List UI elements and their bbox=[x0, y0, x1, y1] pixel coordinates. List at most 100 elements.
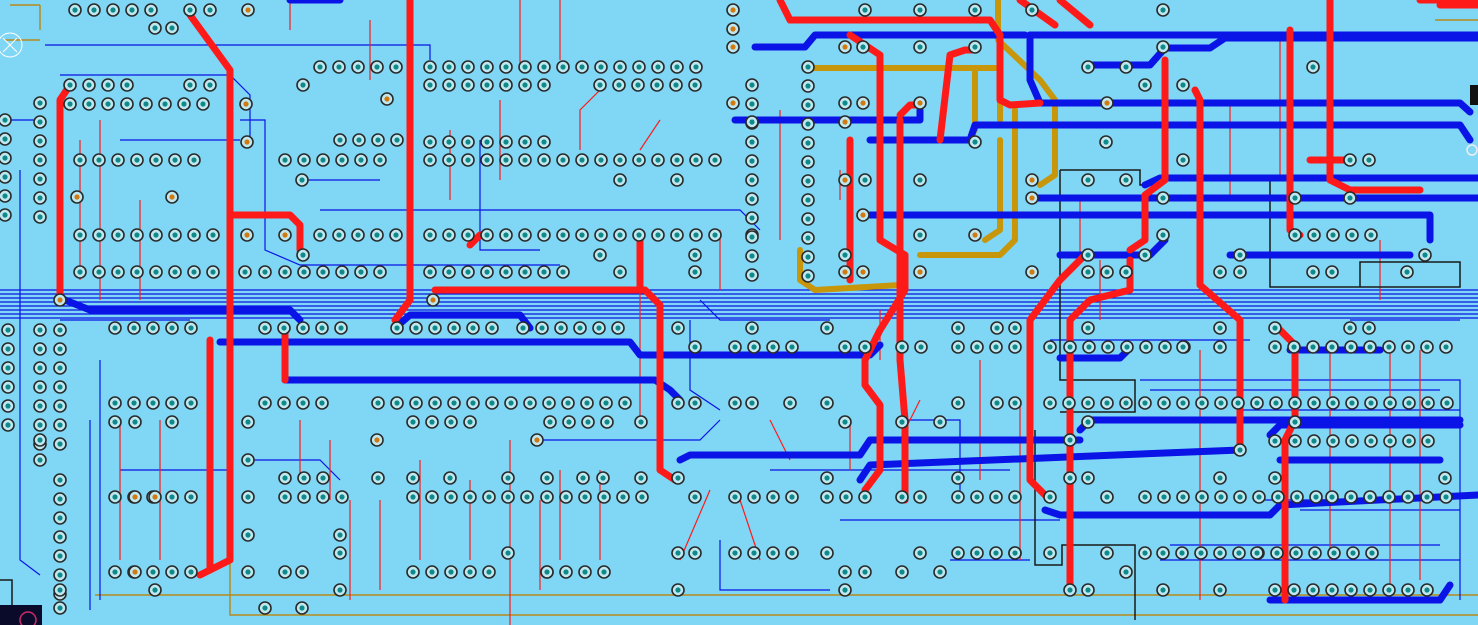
bottom-layer-signal-traces bbox=[0, 44, 1478, 610]
pad bbox=[785, 546, 799, 560]
pad bbox=[406, 490, 420, 504]
pad bbox=[1156, 583, 1170, 597]
pad bbox=[708, 153, 722, 167]
pad bbox=[745, 396, 759, 410]
pad bbox=[1418, 248, 1432, 262]
pad bbox=[1008, 321, 1022, 335]
pad bbox=[149, 153, 163, 167]
power-trace bbox=[1416, 0, 1478, 9]
pad bbox=[968, 3, 982, 17]
pad bbox=[1268, 583, 1282, 597]
pad bbox=[1043, 340, 1057, 354]
pad bbox=[92, 265, 106, 279]
pad bbox=[632, 60, 646, 74]
pad bbox=[82, 78, 96, 92]
pad bbox=[801, 155, 815, 169]
reference-mark-icon[interactable] bbox=[0, 32, 23, 58]
pad bbox=[461, 153, 475, 167]
pad bbox=[333, 546, 347, 560]
pad bbox=[158, 97, 172, 111]
pad bbox=[1233, 490, 1247, 504]
pad bbox=[108, 396, 122, 410]
pad bbox=[53, 530, 67, 544]
pad bbox=[33, 96, 47, 110]
pad bbox=[423, 153, 437, 167]
pad bbox=[33, 342, 47, 356]
pad bbox=[73, 153, 87, 167]
pad bbox=[838, 96, 852, 110]
pad bbox=[480, 135, 494, 149]
pad bbox=[1344, 490, 1358, 504]
pad bbox=[1213, 340, 1227, 354]
signal-trace bbox=[579, 89, 601, 150]
pad bbox=[1063, 340, 1077, 354]
pad bbox=[801, 60, 815, 74]
pad bbox=[951, 490, 965, 504]
pad bbox=[1025, 173, 1039, 187]
pad bbox=[1008, 396, 1022, 410]
pad bbox=[783, 396, 797, 410]
pad bbox=[632, 153, 646, 167]
pad bbox=[33, 380, 47, 394]
pad bbox=[111, 265, 125, 279]
pad bbox=[518, 153, 532, 167]
pad bbox=[1119, 60, 1133, 74]
pad bbox=[1326, 396, 1340, 410]
pad bbox=[53, 549, 67, 563]
pad bbox=[820, 490, 834, 504]
power-trace bbox=[751, 31, 1029, 51]
pad bbox=[501, 490, 515, 504]
pad bbox=[613, 265, 627, 279]
pad bbox=[556, 60, 570, 74]
pad bbox=[1100, 396, 1114, 410]
pad bbox=[1081, 415, 1095, 429]
board-outline bbox=[5, 4, 1478, 616]
power-trace bbox=[676, 436, 1084, 464]
pad bbox=[332, 60, 346, 74]
power-trace bbox=[1066, 256, 1134, 594]
pad bbox=[989, 340, 1003, 354]
pad bbox=[203, 3, 217, 17]
layer-toggle-icon[interactable] bbox=[0, 605, 42, 625]
pad bbox=[745, 115, 759, 129]
pad bbox=[1120, 340, 1134, 354]
pad bbox=[1362, 153, 1376, 167]
pad bbox=[371, 133, 385, 147]
pad bbox=[970, 340, 984, 354]
pad bbox=[745, 173, 759, 187]
pad bbox=[858, 565, 872, 579]
pad bbox=[53, 511, 67, 525]
pad bbox=[463, 565, 477, 579]
pad bbox=[240, 228, 254, 242]
pad bbox=[423, 265, 437, 279]
pad bbox=[406, 471, 420, 485]
pad bbox=[1420, 490, 1434, 504]
pad bbox=[390, 321, 404, 335]
pad bbox=[332, 228, 346, 242]
pad bbox=[425, 490, 439, 504]
pad bbox=[120, 97, 134, 111]
pad bbox=[537, 78, 551, 92]
pad bbox=[1176, 396, 1190, 410]
pad bbox=[277, 396, 291, 410]
pad bbox=[428, 321, 442, 335]
power-trace bbox=[1141, 174, 1478, 189]
power-trace bbox=[1086, 34, 1478, 69]
pad bbox=[651, 153, 665, 167]
pad bbox=[1176, 490, 1190, 504]
pad bbox=[258, 321, 272, 335]
pad bbox=[165, 190, 179, 204]
pad bbox=[461, 228, 475, 242]
pad bbox=[351, 228, 365, 242]
pad bbox=[745, 249, 759, 263]
pad bbox=[444, 490, 458, 504]
pad bbox=[933, 415, 947, 429]
pad bbox=[650, 78, 664, 92]
signal-trace bbox=[60, 74, 251, 140]
pad bbox=[1231, 396, 1245, 410]
pad bbox=[1, 361, 15, 375]
pad bbox=[82, 97, 96, 111]
pad bbox=[168, 228, 182, 242]
